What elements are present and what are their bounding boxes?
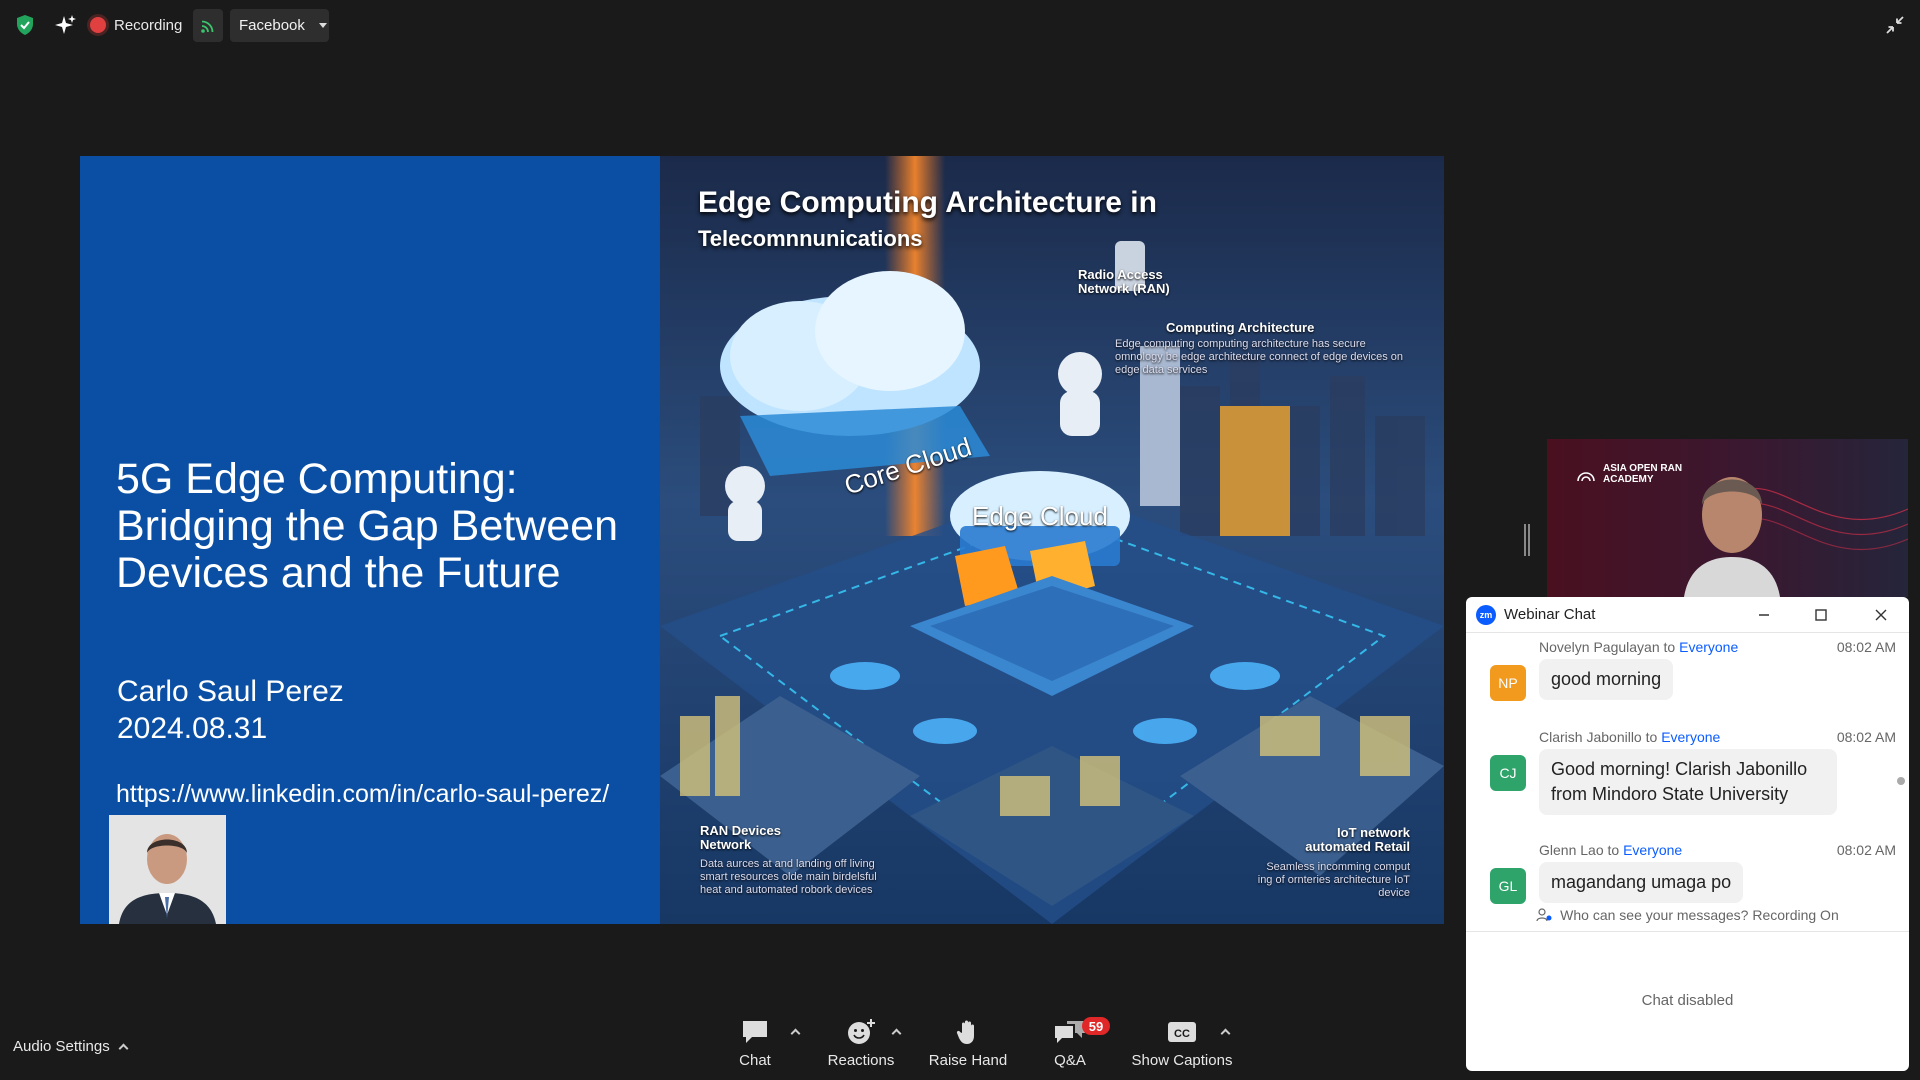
- edge-cloud-label: Edge Cloud: [972, 501, 1108, 531]
- message-meta: Clarish Jabonillo to Everyone: [1539, 729, 1720, 745]
- slide-author: Carlo Saul Perez: [117, 675, 344, 708]
- stream-target-label: Facebook: [239, 17, 305, 34]
- chat-header: zm Webinar Chat: [1466, 597, 1909, 633]
- svg-text:CC: CC: [1174, 1028, 1190, 1040]
- qa-label: Q&A: [1054, 1052, 1086, 1069]
- computing-architecture-label: Computing Architecture: [1166, 320, 1315, 335]
- emoji-plus-icon: [848, 1019, 875, 1044]
- reactions-button[interactable]: Reactions: [826, 1018, 896, 1078]
- top-bar: Recording Facebook: [0, 0, 1920, 52]
- academy-logo-line1: ASIA OPEN RAN: [1603, 463, 1683, 474]
- broadcast-icon: [201, 20, 214, 33]
- slide-linkedin-link: https://www.linkedin.com/in/carlo-saul-p…: [116, 780, 610, 808]
- message-time: 08:02 AM: [1836, 639, 1896, 655]
- chat-bubble-icon: [743, 1021, 767, 1043]
- message-time: 08:02 AM: [1836, 729, 1896, 745]
- audio-settings-button[interactable]: Audio Settings: [13, 1038, 129, 1055]
- message-to-word: to: [1663, 639, 1676, 655]
- zoom-logo-icon: zm: [1476, 604, 1496, 625]
- reactions-label: Reactions: [827, 1052, 895, 1069]
- message-bubble: good morning: [1539, 659, 1674, 700]
- chat-scrollbar[interactable]: [1897, 637, 1905, 897]
- panel-resize-handle[interactable]: [1524, 524, 1530, 556]
- speaker-figure: [1684, 477, 1780, 597]
- illustration-subtitle: Telecomnnunications: [698, 226, 923, 251]
- computing-architecture-desc: Edge computing computing architecture ha…: [1115, 338, 1404, 376]
- raise-hand-label: Raise Hand: [928, 1052, 1008, 1069]
- chat-message[interactable]: Clarish Jabonillo to Everyone 08:02 AM C…: [1466, 729, 1896, 829]
- stream-target-dropdown[interactable]: Facebook: [230, 9, 329, 42]
- recording-label: Recording: [114, 16, 183, 34]
- avatar: GL: [1490, 868, 1526, 904]
- chat-message[interactable]: Glenn Lao to Everyone 08:02 AM GL magand…: [1466, 842, 1896, 904]
- caret-down-icon: [318, 23, 327, 28]
- visibility-text: Who can see your messages? Recording On: [1560, 907, 1839, 923]
- ran-label: Radio Access Network (RAN): [1078, 267, 1170, 296]
- person-info-icon: [1536, 908, 1552, 922]
- slide-title: 5G Edge Computing: Bridging the Gap Betw…: [116, 455, 618, 597]
- message-to-word: to: [1607, 842, 1620, 858]
- academy-logo-icon: [1577, 472, 1595, 482]
- show-captions-label: Show Captions: [1131, 1052, 1233, 1069]
- chat-title: Webinar Chat: [1504, 606, 1596, 623]
- chat-options-chevron-icon[interactable]: [790, 1028, 801, 1039]
- closed-captions-icon: CC: [1168, 1022, 1196, 1042]
- chevron-up-icon: [118, 1043, 129, 1054]
- iot-network-label: IoT network automated Retail: [1305, 825, 1410, 854]
- avatar: CJ: [1490, 755, 1526, 791]
- minimize-icon[interactable]: [1754, 605, 1774, 625]
- slide-text-panel: 5G Edge Computing: Bridging the Gap Betw…: [80, 156, 660, 924]
- illustration-title: Edge Computing Architecture in: [698, 186, 1157, 219]
- message-time: 08:02 AM: [1836, 842, 1896, 858]
- message-bubble: Good morning! Clarish Jabonillo from Min…: [1539, 749, 1837, 815]
- message-to-word: to: [1645, 729, 1658, 745]
- security-shield-icon[interactable]: [12, 12, 38, 38]
- webinar-chat-panel: zm Webinar Chat Novelyn Pagulayan to Eve…: [1466, 597, 1909, 1071]
- record-dot-icon: [90, 17, 106, 33]
- slide-illustration: Edge Computing Architecture in Telecomnn…: [660, 156, 1444, 924]
- qa-count-badge: 59: [1082, 1017, 1110, 1035]
- scroll-thumb[interactable]: [1897, 777, 1905, 785]
- academy-logo-text: ASIA OPEN RAN ACADEMY: [1603, 463, 1682, 485]
- message-sender: Clarish Jabonillo: [1539, 729, 1642, 745]
- message-visibility-info[interactable]: Who can see your messages? Recording On: [1466, 907, 1909, 932]
- ran-devices-label: RAN Devices Network: [700, 823, 781, 852]
- chat-message[interactable]: Novelyn Pagulayan to Everyone 08:02 AM N…: [1466, 639, 1896, 719]
- show-captions-button[interactable]: CC Show Captions: [1130, 1018, 1234, 1078]
- academy-logo-line2: ACADEMY: [1603, 474, 1654, 485]
- ai-companion-icon[interactable]: [52, 12, 78, 38]
- slide-date: 2024.08.31: [117, 712, 268, 745]
- message-sender: Novelyn Pagulayan: [1539, 639, 1660, 655]
- maximize-icon[interactable]: [1811, 605, 1831, 625]
- avatar: NP: [1490, 665, 1526, 701]
- message-recipient[interactable]: Everyone: [1661, 729, 1721, 745]
- iot-network-desc: Seamless incomming comput ing of ornteri…: [1257, 861, 1410, 899]
- message-meta: Novelyn Pagulayan to Everyone: [1539, 639, 1738, 655]
- message-meta: Glenn Lao to Everyone: [1539, 842, 1682, 858]
- raise-hand-icon: [956, 1020, 974, 1044]
- edge-architecture-illustration: [660, 156, 1444, 924]
- shared-screen-slide: 5G Edge Computing: Bridging the Gap Betw…: [80, 156, 1444, 924]
- message-bubble: magandang umaga po: [1539, 862, 1744, 903]
- qa-bubbles-icon: [1055, 1021, 1085, 1043]
- chat-button[interactable]: Chat: [735, 1018, 775, 1078]
- recording-indicator[interactable]: Recording: [90, 12, 182, 38]
- message-recipient[interactable]: Everyone: [1623, 842, 1683, 858]
- message-sender: Glenn Lao: [1539, 842, 1604, 858]
- close-icon[interactable]: [1871, 605, 1891, 625]
- speaker-video[interactable]: ASIA OPEN RAN ACADEMY: [1547, 439, 1908, 597]
- ran-devices-desc: Data aurces at and landing off living sm…: [700, 858, 877, 896]
- chat-disabled-notice: Chat disabled: [1641, 992, 1734, 1009]
- message-recipient[interactable]: Everyone: [1679, 639, 1739, 655]
- presenter-photo: [109, 815, 226, 924]
- raise-hand-button[interactable]: Raise Hand: [928, 1018, 1008, 1078]
- live-stream-button[interactable]: [193, 9, 223, 42]
- chat-label: Chat: [739, 1052, 771, 1069]
- academy-logo: ASIA OPEN RAN ACADEMY: [1575, 463, 1682, 485]
- qa-button[interactable]: Q&A: [1050, 1018, 1090, 1078]
- audio-settings-label: Audio Settings: [13, 1038, 110, 1055]
- exit-fullscreen-icon[interactable]: [1884, 14, 1906, 36]
